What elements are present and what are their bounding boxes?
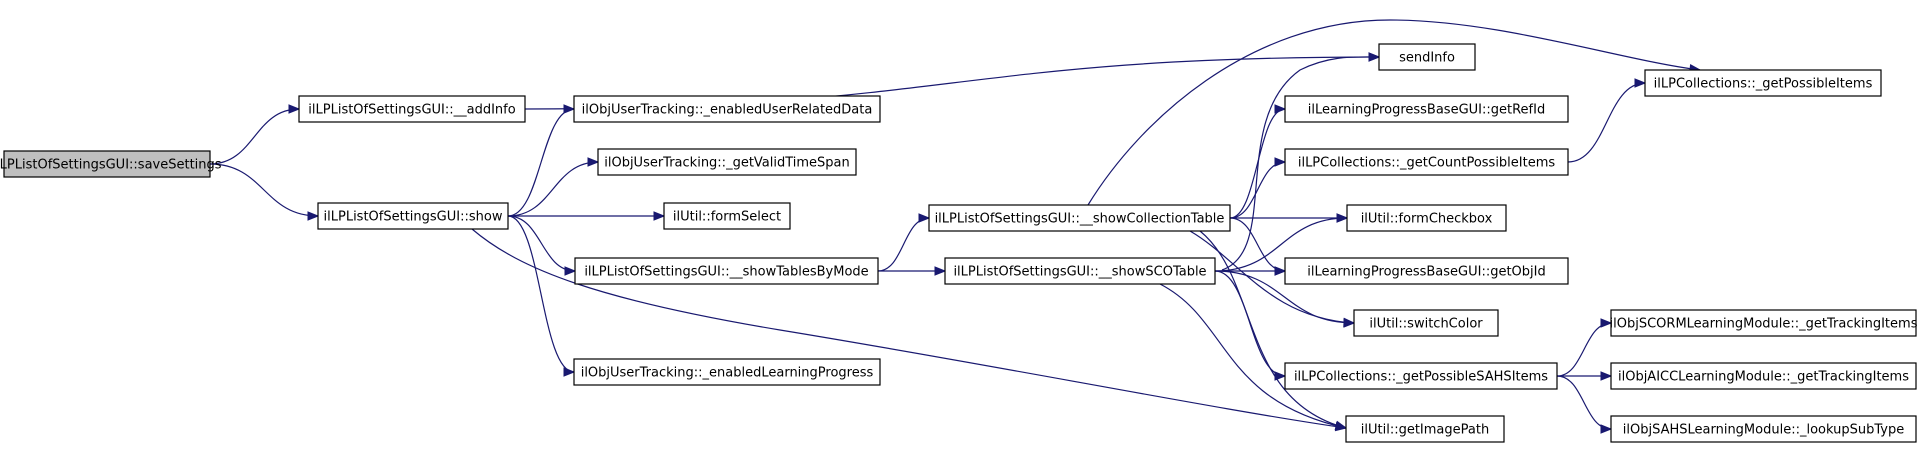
edge-show-to-formSelect [507,211,666,221]
node-switchColor[interactable]: ilUtil::switchColor [1353,309,1499,337]
edge-showSCOTable-to-getImagePath [1159,283,1348,431]
node-enabledLearningProgress[interactable]: ilObjUserTracking::_enabledLearningProgr… [573,358,881,386]
node-scormTracking[interactable]: ilObjSCORMLearningModule::_getTrackingIt… [1610,309,1918,337]
edge-show-to-showTablesByMode [507,215,577,276]
node-getCountPossibleItems[interactable]: ilLPCollections::_getCountPossibleItems [1284,148,1569,176]
node-label-enabledLearningProgress: ilObjUserTracking::_enabledLearningProgr… [581,366,874,381]
edge-showTablesByMode-to-showSCOTable [877,266,947,276]
edge-getPossibleSAHSItems-to-sahsLookup [1556,375,1613,434]
node-label-getObjId: ilLearningProgressBaseGUI::getObjId [1307,265,1546,280]
edge-show-to-enabledUserRelatedData [507,104,576,217]
node-getValidTimeSpan[interactable]: ilObjUserTracking::_getValidTimeSpan [597,148,857,176]
node-addInfo[interactable]: ilLPListOfSettingsGUI::__addInfo [298,95,526,123]
edge-showTablesByMode-to-showCollectionTable [877,213,931,272]
node-sahsLookup[interactable]: ilObjSAHSLearningModule::_lookupSubType [1610,415,1917,443]
edge-showSCOTable-to-sendInfo [1221,52,1381,271]
edge-saveSettings-to-show [209,163,320,221]
node-getObjId[interactable]: ilLearningProgressBaseGUI::getObjId [1284,257,1569,285]
node-sendInfo[interactable]: sendInfo [1378,43,1476,71]
node-label-formCheckbox: ilUtil::formCheckbox [1361,212,1493,227]
node-label-getValidTimeSpan: ilObjUserTracking::_getValidTimeSpan [604,156,850,171]
edge-showSCOTable-to-formCheckbox [1214,213,1349,272]
node-formCheckbox[interactable]: ilUtil::formCheckbox [1346,204,1507,232]
edge-show-to-getValidTimeSpan [507,157,600,217]
node-label-sahsLookup: ilObjSAHSLearningModule::_lookupSubType [1623,423,1904,438]
node-label-formSelect: ilUtil::formSelect [673,210,781,225]
node-label-saveSettings: ilLPListOfSettingsGUI::saveSettings [0,158,222,173]
edge-showCollectionTable-to-getObjId [1229,217,1287,276]
edge-getPossibleSAHSItems-to-aiccTracking [1557,371,1613,381]
node-showCollectionTable[interactable]: ilLPListOfSettingsGUI::__showCollectionT… [928,204,1231,232]
node-label-showCollectionTable: ilLPListOfSettingsGUI::__showCollectionT… [935,212,1225,227]
nodes: ilLPListOfSettingsGUI::saveSettingsilLPL… [0,43,1918,443]
node-label-scormTracking: ilObjSCORMLearningModule::_getTrackingIt… [1610,317,1918,332]
node-enabledUserRelatedData[interactable]: ilObjUserTracking::_enabledUserRelatedDa… [573,95,881,123]
node-getImagePath[interactable]: ilUtil::getImagePath [1345,415,1505,443]
node-label-getPossibleSAHSItems: ilLPCollections::_getPossibleSAHSItems [1294,370,1548,385]
edge-getCountPossibleItems-to-getPossibleItems [1567,78,1647,163]
node-label-show: ilLPListOfSettingsGUI::show [324,210,503,225]
node-label-getCountPossibleItems: ilLPCollections::_getCountPossibleItems [1298,156,1556,171]
node-getPossibleItems[interactable]: ilLPCollections::_getPossibleItems [1644,69,1882,97]
node-show[interactable]: ilLPListOfSettingsGUI::show [317,202,509,230]
node-showSCOTable[interactable]: ilLPListOfSettingsGUI::__showSCOTable [944,257,1216,285]
edge-getPossibleSAHSItems-to-scormTracking [1556,318,1613,377]
node-label-enabledUserRelatedData: ilObjUserTracking::_enabledUserRelatedDa… [582,103,873,118]
node-label-showSCOTable: ilLPListOfSettingsGUI::__showSCOTable [953,265,1206,280]
node-label-addInfo: ilLPListOfSettingsGUI::__addInfo [308,103,515,118]
node-showTablesByMode[interactable]: ilLPListOfSettingsGUI::__showTablesByMod… [574,257,879,285]
node-saveSettings[interactable]: ilLPListOfSettingsGUI::saveSettings [0,150,222,178]
node-formSelect[interactable]: ilUtil::formSelect [663,202,791,230]
edge-saveSettings-to-addInfo [209,104,301,165]
node-getRefId[interactable]: ilLearningProgressBaseGUI::getRefId [1284,95,1569,123]
node-label-getPossibleItems: ilLPCollections::_getPossibleItems [1654,77,1873,92]
edge-showSCOTable-to-switchColor [1214,270,1356,328]
edges [209,19,1702,434]
node-label-getRefId: ilLearningProgressBaseGUI::getRefId [1308,103,1545,118]
edge-show-to-enabledLearningProgress [507,215,576,377]
node-label-sendInfo: sendInfo [1399,51,1455,66]
edge-showCollectionTable-to-getRefId [1229,104,1287,219]
edge-showSCOTable-to-getPossibleSAHSItems [1214,270,1287,381]
node-getPossibleSAHSItems[interactable]: ilLPCollections::_getPossibleSAHSItems [1284,362,1558,390]
node-label-getImagePath: ilUtil::getImagePath [1361,423,1489,438]
edge-showCollectionTable-to-getCountPossibleItems [1229,157,1287,219]
node-label-aiccTracking: ilObjAICCLearningModule::_getTrackingIte… [1618,370,1909,385]
node-label-switchColor: ilUtil::switchColor [1369,317,1483,332]
node-label-showTablesByMode: ilLPListOfSettingsGUI::__showTablesByMod… [584,265,868,280]
node-aiccTracking[interactable]: ilObjAICCLearningModule::_getTrackingIte… [1610,362,1917,390]
edge-showCollectionTable-to-formCheckbox [1230,213,1349,223]
